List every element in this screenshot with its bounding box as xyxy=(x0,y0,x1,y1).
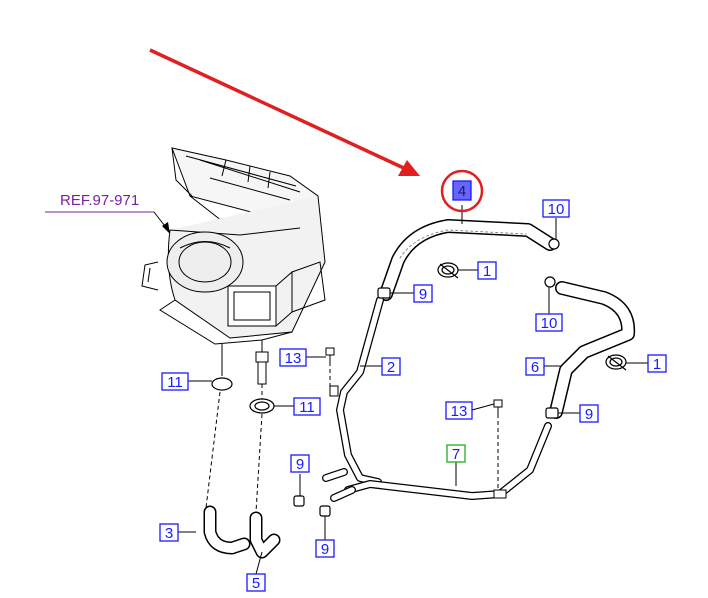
callout-9-lower-a-text: 9 xyxy=(296,456,304,473)
callout-1-upper[interactable]: 1 xyxy=(477,261,497,280)
callout-9-right[interactable]: 9 xyxy=(579,404,599,423)
callout-10-lower-text: 10 xyxy=(541,315,558,332)
callout-4-highlighted[interactable]: 4 xyxy=(440,169,484,213)
ref-text: REF.97-971 xyxy=(60,192,139,209)
callout-9-upper-text: 9 xyxy=(419,286,427,303)
callout-3[interactable]: 3 xyxy=(159,523,179,542)
callout-11-left[interactable]: 11 xyxy=(161,372,189,391)
pipe-bracket xyxy=(329,385,507,499)
clamps xyxy=(211,238,627,517)
callout-2[interactable]: 2 xyxy=(381,357,401,376)
callout-10-lower[interactable]: 10 xyxy=(535,313,563,332)
callout-13-upper[interactable]: 13 xyxy=(279,348,307,367)
callout-1-right-text: 1 xyxy=(653,356,661,373)
bolts xyxy=(325,347,503,416)
callout-6-text: 6 xyxy=(531,359,539,376)
callout-11-right[interactable]: 11 xyxy=(293,397,321,416)
callout-6[interactable]: 6 xyxy=(525,357,545,376)
callout-9-upper[interactable]: 9 xyxy=(413,284,433,303)
callout-5[interactable]: 5 xyxy=(246,573,266,592)
heater-unit xyxy=(141,147,326,385)
callout-1-upper-text: 1 xyxy=(483,263,491,280)
callout-9-lower-b-text: 9 xyxy=(321,541,329,558)
callout-11-left-text: 11 xyxy=(167,374,183,391)
callout-9-lower-a[interactable]: 9 xyxy=(290,454,310,473)
callout-13-upper-text: 13 xyxy=(285,350,302,367)
callout-13-lower-text: 13 xyxy=(451,403,468,420)
callout-13-lower[interactable]: 13 xyxy=(445,401,473,420)
callout-10-upper-text: 10 xyxy=(548,201,565,218)
callout-2-text: 2 xyxy=(387,359,395,376)
callout-11-right-text: 11 xyxy=(299,399,315,416)
hoses-and-pipes xyxy=(203,219,636,559)
ref-label: REF.97-971 xyxy=(45,192,170,234)
callout-4-text: 4 xyxy=(458,183,466,200)
callout-9-lower-b[interactable]: 9 xyxy=(315,539,335,558)
callout-9-right-text: 9 xyxy=(585,406,593,423)
callout-1-right[interactable]: 1 xyxy=(647,354,667,373)
highlight-circle xyxy=(440,169,484,213)
pointer-arrow xyxy=(149,48,420,176)
callout-7-text: 7 xyxy=(452,446,460,463)
callout-10-upper[interactable]: 10 xyxy=(542,199,570,218)
callout-3-text: 3 xyxy=(165,525,173,542)
callout-7[interactable]: 7 xyxy=(446,444,466,463)
callout-5-text: 5 xyxy=(252,575,260,592)
leader-lines xyxy=(178,205,648,575)
